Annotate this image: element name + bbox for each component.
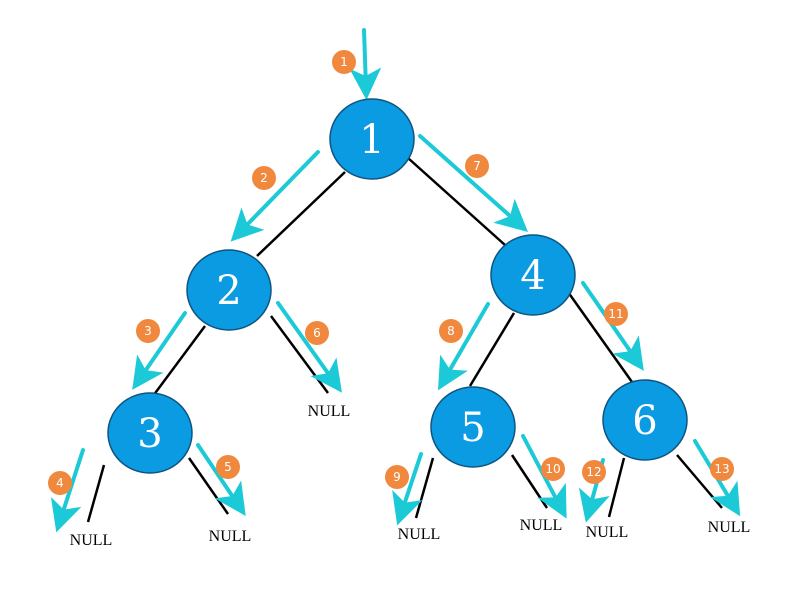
step-badge-8: 8 [439, 319, 463, 343]
tree-node-3: 3 [107, 392, 193, 474]
tree-node-label: 4 [520, 253, 545, 299]
null-leaf-3-left: NULL [70, 532, 113, 549]
edges [86, 157, 723, 523]
traversal-arrow-2 [230, 150, 320, 242]
step-badge-label: 13 [714, 462, 729, 476]
step-badge-label: 1 [340, 55, 348, 69]
step-badge-1: 1 [332, 50, 356, 74]
tree-node-5: 5 [430, 386, 516, 468]
tree-node-label: 3 [137, 411, 162, 457]
traversal-arrow-1 [349, 28, 382, 100]
tree-node-label: 1 [359, 117, 384, 163]
step-badge-label: 8 [447, 324, 455, 338]
tree-node-1: 1 [329, 98, 415, 180]
step-badge-12: 12 [582, 460, 606, 484]
step-badge-3: 3 [136, 319, 160, 343]
edge-3-null-left [86, 464, 106, 523]
tree-node-6: 6 [602, 379, 688, 461]
step-badge-7: 7 [465, 154, 489, 178]
step-badge-label: 11 [608, 307, 623, 321]
null-leaf-5-right: NULL [520, 517, 563, 534]
step-badge-label: 6 [313, 326, 321, 340]
step-badge-label: 5 [224, 460, 232, 474]
traversal-arrow-7 [418, 134, 528, 232]
edge-5-null-right [510, 454, 549, 509]
tree-node-label: 6 [632, 398, 657, 444]
traversal-arrow-5 [196, 443, 246, 516]
null-leaf-6-left: NULL [586, 524, 629, 541]
tree-node-2: 2 [186, 249, 272, 331]
step-badge-13: 13 [710, 457, 734, 481]
step-badge-2: 2 [252, 166, 276, 190]
step-badge-10: 10 [541, 457, 565, 481]
null-leaf-6-right: NULL [708, 519, 751, 536]
traversal-arrow-3 [132, 311, 187, 390]
tree-nodes: 1 2 3 4 5 6 [107, 98, 688, 474]
null-leaves: NULL NULL NULL NULL NULL NULL NULL [70, 403, 751, 549]
step-badges: 1 2 3 4 5 6 7 8 9 10 11 12 13 [48, 50, 734, 495]
edge-1-4 [407, 157, 506, 246]
null-leaf-5-left: NULL [398, 526, 441, 543]
edge-2-3 [151, 325, 207, 397]
step-badge-4: 4 [48, 471, 72, 495]
traversal-arrow-9 [392, 452, 423, 526]
step-badge-label: 2 [260, 171, 268, 185]
step-badge-label: 3 [144, 324, 152, 338]
edge-4-5 [468, 312, 516, 387]
step-badge-label: 10 [545, 462, 560, 476]
step-badge-5: 5 [216, 455, 240, 479]
step-badge-label: 7 [473, 159, 481, 173]
tree-node-4: 4 [490, 234, 576, 316]
step-badge-11: 11 [604, 302, 628, 326]
null-leaf-2-right: NULL [308, 403, 351, 420]
traversal-arrow-8 [437, 302, 490, 391]
step-badge-label: 4 [56, 476, 64, 490]
edge-6-null-left [607, 457, 626, 518]
step-badge-6: 6 [305, 321, 329, 345]
step-badge-label: 9 [393, 470, 401, 484]
step-badge-9: 9 [385, 465, 409, 489]
traversal-arrow-6 [276, 301, 342, 393]
tree-node-label: 5 [460, 405, 485, 451]
tree-node-label: 2 [216, 268, 241, 314]
step-badge-label: 12 [586, 465, 601, 479]
null-leaf-3-right: NULL [209, 528, 252, 545]
edge-1-2 [256, 171, 346, 257]
